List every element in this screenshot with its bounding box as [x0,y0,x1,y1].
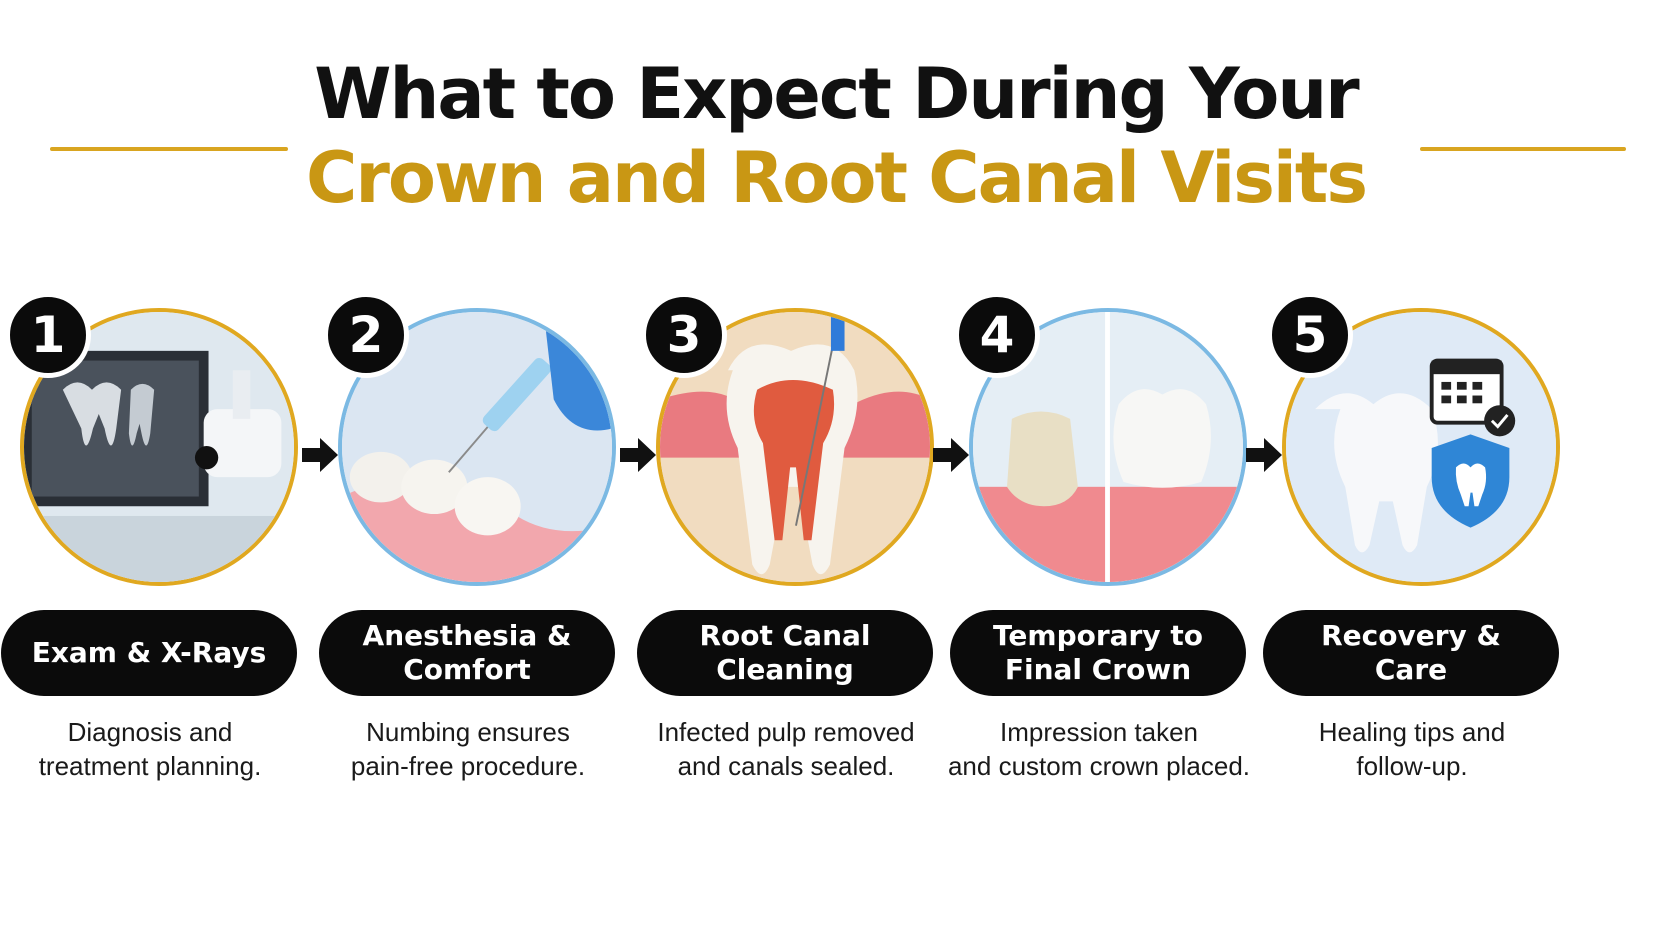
step-description: Impression taken and custom crown placed… [947,717,1251,781]
step-label: Root Canal Cleaning [637,610,933,696]
step-3: 3 Root Canal Cleaning Infected pulp remo… [636,292,956,792]
step-number-badge: 1 [5,292,91,378]
right-arrow-icon [620,438,656,472]
title-rule-right [1420,147,1626,151]
step-description: Numbing ensures pain-free procedure. [350,717,586,781]
right-arrow-icon [933,438,969,472]
step-label: Anesthesia & Comfort [319,610,615,696]
page-title: What to Expect During Your Crown and Roo… [0,52,1672,220]
step-4: 4 Temporary to Final Crown Impression ta… [948,292,1269,792]
step-number-badge: 5 [1267,292,1353,378]
step-number-badge: 4 [954,292,1040,378]
step-5: 5 Recovery & Care Healing tips and follo… [1262,292,1582,792]
title-rule-left [50,147,288,151]
xray-monitor-image [20,308,298,586]
step-description: Diagnosis and treatment planning. [38,717,262,781]
step-label: Exam & X-Rays [1,610,297,696]
title-line-2: Crown and Root Canal Visits [305,137,1368,219]
step-label: Recovery & Care [1263,610,1559,696]
right-arrow-icon [302,438,338,472]
temporary-vs-final-crown-image [969,308,1247,586]
step-description: Healing tips and follow-up. [1318,717,1506,781]
step-2: 2 Anesthesia & Comfort Numbing ensures p… [318,292,638,792]
step-description: Infected pulp removed and canals sealed. [657,717,915,781]
step-number-badge: 3 [641,292,727,378]
title-line-1: What to Expect During Your [314,53,1359,135]
step-number-badge: 2 [323,292,409,378]
step-1: 1 Exam & X-Rays Diagnosis and treatment … [0,292,320,792]
right-arrow-icon [1246,438,1282,472]
step-label: Temporary to Final Crown [950,610,1246,696]
